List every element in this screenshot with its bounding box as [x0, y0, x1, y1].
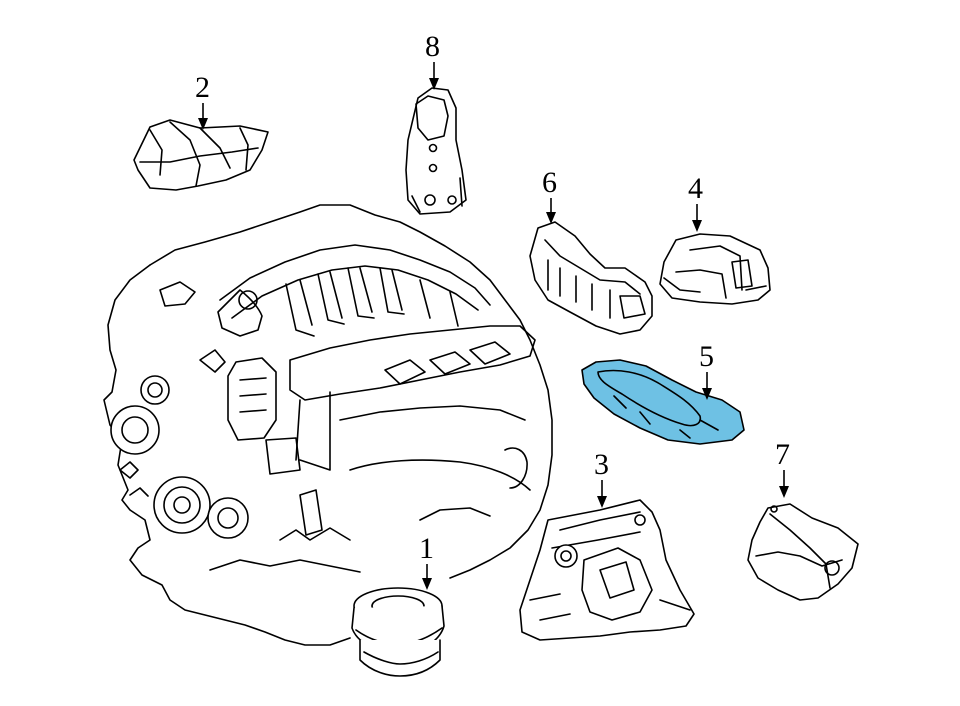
callout-5-arrowhead: [702, 388, 712, 400]
callout-4-label: 4: [688, 172, 703, 205]
engine-block: [103, 204, 553, 646]
callout-1-arrowhead: [422, 578, 432, 590]
part-8-mount-bracket: [405, 87, 467, 215]
callout-5-label: 5: [699, 340, 714, 373]
callout-4-arrowhead: [692, 220, 702, 232]
callout-5: 5: [699, 340, 714, 400]
callout-7: 7: [775, 438, 790, 498]
callout-3-arrowhead: [597, 496, 607, 508]
callout-8-arrowhead: [429, 78, 439, 90]
part-7-heat-shield: [747, 503, 859, 601]
callout-7-label: 7: [775, 438, 790, 471]
callout-6-arrowhead: [546, 212, 556, 224]
part-2-heat-shield: [133, 119, 269, 191]
callout-2: 2: [195, 71, 210, 130]
callout-2-arrowhead: [198, 118, 208, 130]
callout-6: 6: [542, 166, 557, 224]
part-4-mount: [659, 233, 771, 305]
part-1-rubber-mount: [351, 587, 445, 677]
callout-1: 1: [419, 532, 434, 590]
callout-4: 4: [688, 172, 703, 232]
callout-8: 8: [425, 30, 440, 90]
callout-1-label: 1: [419, 532, 434, 565]
callout-3-label: 3: [594, 448, 609, 481]
callout-3: 3: [594, 448, 609, 508]
part-5-mount-plate-highlighted: [581, 359, 745, 445]
callout-2-label: 2: [195, 71, 210, 104]
callout-8-label: 8: [425, 30, 440, 63]
callout-7-arrowhead: [779, 486, 789, 498]
part-6-mount-bracket: [529, 221, 653, 335]
part-3-mount-bracket: [519, 499, 695, 641]
callout-6-label: 6: [542, 166, 557, 199]
